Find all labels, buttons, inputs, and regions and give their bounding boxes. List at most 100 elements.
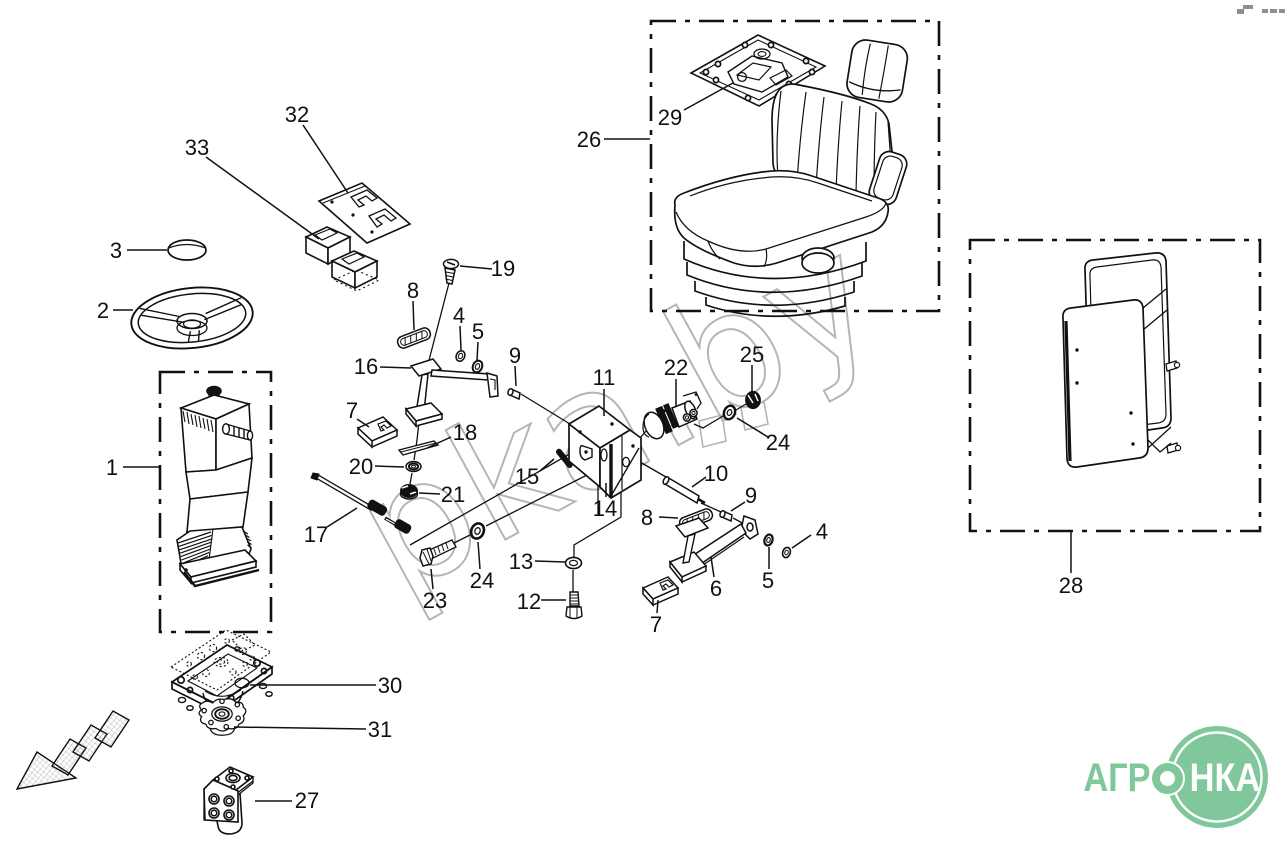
label-22: 22 (664, 355, 688, 380)
part-lever-16 (404, 358, 499, 429)
label-4b: 4 (816, 519, 828, 544)
part-flange-31 (198, 698, 247, 736)
label-14: 14 (593, 496, 617, 521)
label-9b-leader (730, 501, 746, 512)
label-32-leader (302, 124, 349, 194)
label-33-leader (205, 156, 320, 240)
label-16-leader (379, 366, 412, 369)
label-5a: 5 (472, 319, 484, 344)
label-4a: 4 (453, 303, 465, 328)
label-8b-leader (658, 516, 679, 519)
part-washer-5a (471, 359, 484, 374)
corner-mark (1237, 5, 1285, 14)
group-box-panel (968, 238, 1262, 533)
label-26: 26 (577, 127, 601, 152)
part-horn-cap (167, 239, 207, 261)
part-pedal-pad-8a (396, 327, 432, 349)
label-30: 30 (378, 673, 402, 698)
part-bolt-12 (565, 591, 583, 620)
label-28: 28 (1059, 573, 1083, 598)
label-15: 15 (515, 464, 539, 489)
label-20: 20 (349, 454, 373, 479)
part-pump-22 (642, 391, 702, 440)
label-27: 27 (295, 788, 319, 813)
label-3: 3 (110, 238, 122, 263)
label-9a: 9 (509, 343, 521, 368)
label-4a-leader (459, 325, 462, 351)
part-pin-18 (397, 440, 440, 456)
label-31-leader (233, 726, 367, 730)
group-box-seat (649, 19, 941, 313)
label-24b-leader (477, 541, 481, 570)
part-steering-wheel (130, 286, 254, 350)
label-5a-leader (476, 341, 479, 361)
label-13-leader (534, 560, 566, 563)
label-24a-leader (736, 417, 769, 438)
part-washer-24b (469, 522, 486, 540)
part-panel-28 (1062, 252, 1182, 468)
logo-o-hole (1160, 771, 1175, 786)
part-washer-13 (564, 556, 583, 570)
label-8b: 8 (641, 505, 653, 530)
label-33: 33 (185, 135, 209, 160)
label-21-leader (418, 492, 441, 495)
label-16: 16 (354, 354, 378, 379)
label-10: 10 (704, 461, 728, 486)
label-23-leader (430, 568, 434, 590)
label-24b: 24 (470, 568, 494, 593)
label-9a-leader (514, 365, 517, 387)
label-2: 2 (97, 298, 109, 323)
label-7b-leader (656, 599, 659, 614)
part-washer-20 (405, 460, 422, 473)
label-7a: 7 (346, 398, 358, 423)
label-5b: 5 (762, 568, 774, 593)
label-15-leader (539, 458, 555, 472)
part-rod-17 (310, 472, 412, 534)
direction-arrow (15, 710, 131, 790)
label-19-leader (459, 265, 493, 270)
label-4b-leader (791, 534, 812, 549)
label-7a-leader (356, 418, 370, 428)
label-29-leader (683, 82, 734, 111)
label-1: 1 (106, 455, 118, 480)
logo-agronka: АГР НКА (1083, 726, 1268, 828)
label-20-leader (374, 465, 405, 468)
label-29: 29 (658, 105, 682, 130)
label-24a: 24 (766, 430, 790, 455)
label-8a-leader (412, 300, 415, 331)
part-pedal-8b (674, 508, 714, 564)
label-25: 25 (740, 342, 764, 367)
part-spacer-blocks-33 (304, 226, 381, 292)
group-box-steering-column (158, 370, 273, 634)
part-plate-7b (641, 576, 680, 607)
part-washer-4a (455, 349, 466, 363)
part-pin-9a (507, 387, 521, 401)
label-18: 18 (453, 420, 477, 445)
label-11: 11 (593, 365, 616, 390)
part-pin-9b (719, 509, 733, 523)
part-washer-5b (763, 533, 774, 547)
label-32: 32 (285, 102, 309, 127)
label-17: 17 (304, 522, 328, 547)
part-bolt-19 (442, 258, 460, 285)
part-nut-21 (399, 484, 419, 500)
label-19: 19 (491, 256, 515, 281)
part-washer-24a (722, 404, 737, 421)
label-31: 31 (368, 717, 392, 742)
label-8a: 8 (407, 278, 419, 303)
label-6: 6 (710, 576, 722, 601)
part-steering-valve-27 (203, 766, 255, 835)
logo-text-agro: АГР (1083, 755, 1150, 800)
label-23: 23 (423, 588, 447, 613)
label-6-leader (710, 556, 715, 578)
part-nut-25 (745, 390, 761, 410)
label-21: 21 (441, 482, 465, 507)
label-10-leader (691, 476, 707, 488)
part-rod-10 (662, 475, 706, 505)
label-9b: 9 (745, 483, 757, 508)
logo-text-nka: НКА (1190, 755, 1261, 800)
part-cover-plate-32 (317, 182, 412, 244)
